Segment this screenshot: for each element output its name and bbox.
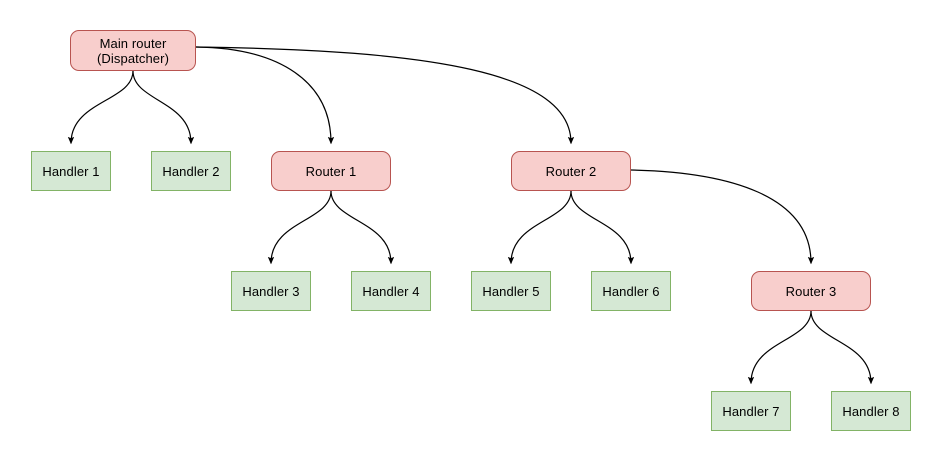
edge-main-router-to-handler-1 — [67, 70, 134, 145]
node-handler-1[interactable]: Handler 1 — [31, 151, 111, 191]
edge-router-2-to-handler-5 — [507, 190, 572, 265]
node-label-handler-2: Handler 2 — [162, 163, 220, 179]
node-label-handler-6: Handler 6 — [602, 283, 660, 299]
edge-router-1-to-handler-4 — [330, 190, 395, 265]
node-label-handler-1: Handler 1 — [42, 163, 100, 179]
node-label-handler-3: Handler 3 — [242, 283, 300, 299]
node-label-handler-5: Handler 5 — [482, 283, 540, 299]
node-handler-5[interactable]: Handler 5 — [471, 271, 551, 311]
edge-main-router-to-handler-2 — [132, 70, 195, 145]
node-label-router-2: Router 2 — [545, 163, 597, 179]
node-handler-6[interactable]: Handler 6 — [591, 271, 671, 311]
edge-group — [67, 46, 875, 385]
edge-router-1-to-handler-3 — [267, 190, 332, 265]
node-router-3[interactable]: Router 3 — [751, 271, 871, 311]
node-router-2[interactable]: Router 2 — [511, 151, 631, 191]
node-handler-8[interactable]: Handler 8 — [831, 391, 911, 431]
edge-router-2-to-router-3 — [630, 169, 815, 265]
node-label-main-router: Main router (Dispatcher) — [97, 35, 169, 66]
edge-router-3-to-handler-7 — [747, 310, 812, 385]
node-handler-7[interactable]: Handler 7 — [711, 391, 791, 431]
node-handler-3[interactable]: Handler 3 — [231, 271, 311, 311]
node-main-router[interactable]: Main router (Dispatcher) — [70, 30, 196, 71]
node-handler-2[interactable]: Handler 2 — [151, 151, 231, 191]
node-router-1[interactable]: Router 1 — [271, 151, 391, 191]
node-label-router-3: Router 3 — [785, 283, 837, 299]
node-label-handler-7: Handler 7 — [722, 403, 780, 419]
edge-router-2-to-handler-6 — [570, 190, 635, 265]
node-handler-4[interactable]: Handler 4 — [351, 271, 431, 311]
edge-main-router-to-router-1 — [195, 46, 335, 145]
edge-router-3-to-handler-8 — [810, 310, 875, 385]
edge-main-router-to-router-2 — [195, 46, 575, 145]
node-label-router-1: Router 1 — [305, 163, 357, 179]
node-label-handler-8: Handler 8 — [842, 403, 900, 419]
node-label-handler-4: Handler 4 — [362, 283, 420, 299]
